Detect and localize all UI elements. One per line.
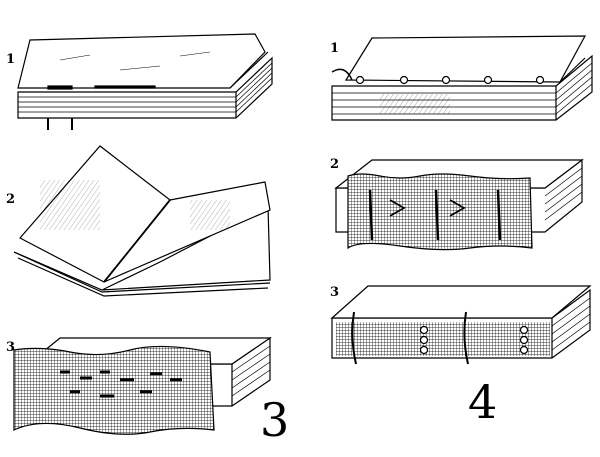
figure-4-number: 4 [468, 375, 497, 429]
book-block-icon [17, 33, 273, 130]
figure-3-number: 3 [260, 393, 289, 447]
fig3-step2: 2 [6, 145, 271, 297]
fig4-step1: 1 [330, 35, 593, 121]
fig4-step3: 3 [330, 285, 592, 365]
fig3-step1: 1 [6, 33, 273, 130]
open-signature-icon [13, 145, 271, 297]
fig4-step3-label: 3 [330, 285, 339, 300]
fig3-step3: 3 [6, 336, 272, 435]
fig3-step3-label: 3 [6, 340, 15, 355]
fig4-step2-label: 2 [330, 157, 339, 172]
stitched-spine-icon [330, 285, 592, 365]
sewn-block-icon [331, 35, 593, 121]
fig3-step1-label: 1 [6, 52, 15, 67]
gauze-block-icon [13, 336, 272, 435]
fig4-step2: 2 [330, 157, 584, 251]
fig4-step1-label: 1 [330, 41, 339, 56]
mesh-block-icon [334, 158, 584, 251]
fig3-step2-label: 2 [6, 192, 15, 207]
